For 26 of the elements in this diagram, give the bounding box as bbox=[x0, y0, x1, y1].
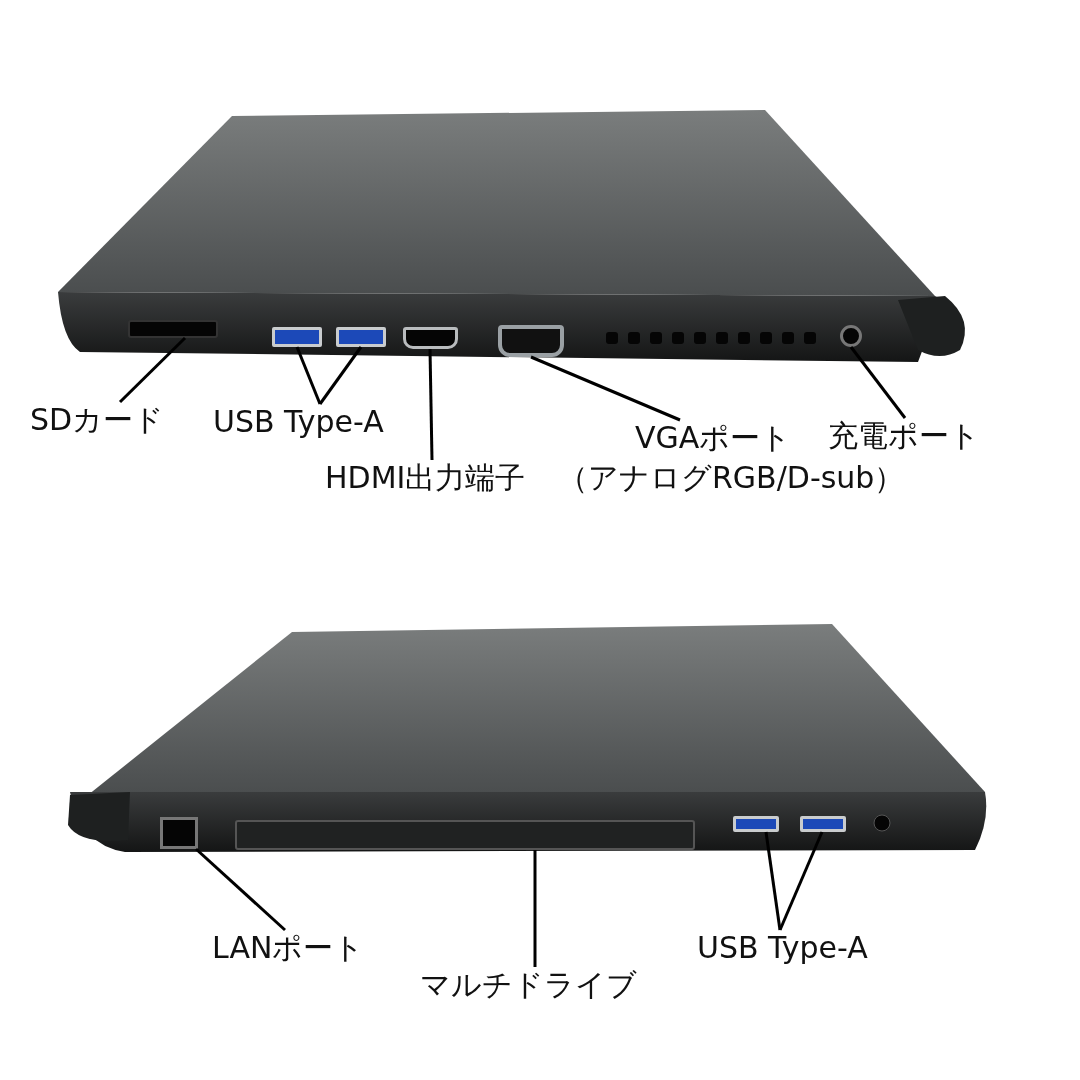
leader-line bbox=[530, 355, 681, 422]
port-label: USB Type-A bbox=[213, 404, 384, 440]
leader-line bbox=[533, 850, 537, 967]
note-text: （アナログRGB/D-sub） bbox=[558, 460, 905, 496]
optical-drive bbox=[235, 820, 695, 850]
port-label: VGAポート bbox=[635, 420, 792, 456]
port-label: HDMI出力端子 bbox=[325, 460, 526, 496]
leader-line bbox=[764, 831, 782, 931]
card-slot bbox=[128, 320, 218, 338]
port-label: マルチドライブ bbox=[420, 967, 637, 1003]
leader-line bbox=[318, 346, 363, 405]
usb-port bbox=[272, 327, 322, 347]
usb-port bbox=[800, 816, 846, 832]
leader-line bbox=[295, 346, 322, 405]
vga-port bbox=[498, 325, 564, 357]
usb-port bbox=[336, 327, 386, 347]
leader-line bbox=[195, 847, 286, 932]
port-label: SDカード bbox=[30, 402, 165, 438]
leader-line bbox=[428, 348, 434, 461]
hdmi-port bbox=[403, 327, 458, 349]
usb-port bbox=[733, 816, 779, 832]
lan-port bbox=[160, 817, 198, 849]
port-label: USB Type-A bbox=[697, 930, 868, 966]
port-label: 充電ポート bbox=[828, 418, 980, 454]
port-label: LANポート bbox=[212, 930, 365, 966]
leader-line bbox=[118, 336, 187, 404]
